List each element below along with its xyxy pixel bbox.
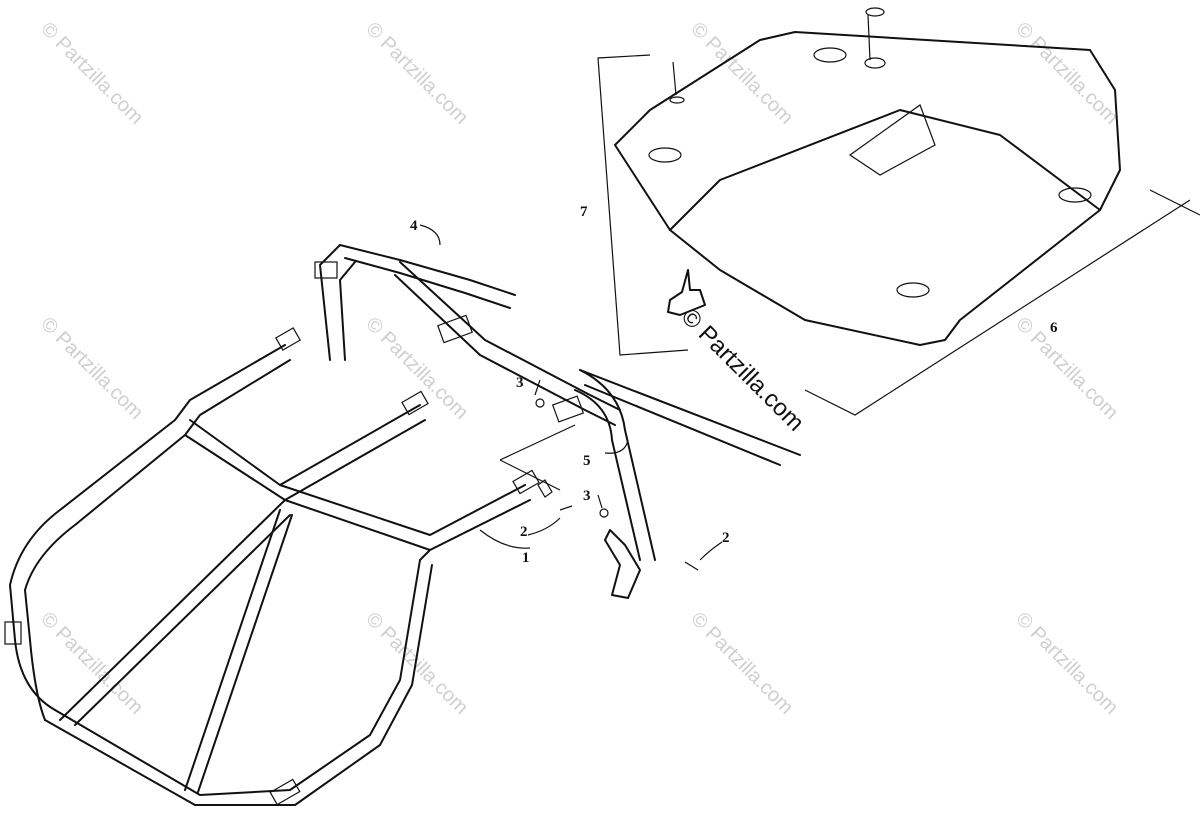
front-cage-frame [4,327,540,806]
watermark: © Partzilla.com [36,608,147,719]
watermark: © Partzilla.com [1011,313,1122,424]
watermark: © Partzilla.com [36,18,147,129]
lower-bracket-tube [535,398,699,599]
callout-5: 5 [583,453,591,469]
roof-panel [614,31,1121,346]
callout-2: 2 [520,524,528,540]
callout-6: 6 [1050,320,1058,336]
watermark: © Partzilla.com [36,313,147,424]
partzilla-brand-mark: © Partzilla.com [676,303,809,436]
watermark: © Partzilla.com [361,18,472,129]
rear-cage-frame [314,244,801,561]
callout-3: 3 [583,488,591,504]
callout-labels: 1 2 2 3 3 4 5 6 7 [410,204,1058,566]
watermark: © Partzilla.com [361,608,472,719]
callout-1: 1 [522,550,530,566]
watermark: © Partzilla.com [1011,608,1122,719]
leader-lines [419,54,1200,561]
watermarks: © Partzilla.com © Partzilla.com © Partzi… [36,18,1122,719]
callout-3: 3 [516,375,524,391]
callout-2: 2 [722,530,730,546]
callout-7: 7 [580,204,588,220]
callout-4: 4 [410,218,418,234]
roof-hardware [667,7,885,316]
watermark: © Partzilla.com [686,608,797,719]
